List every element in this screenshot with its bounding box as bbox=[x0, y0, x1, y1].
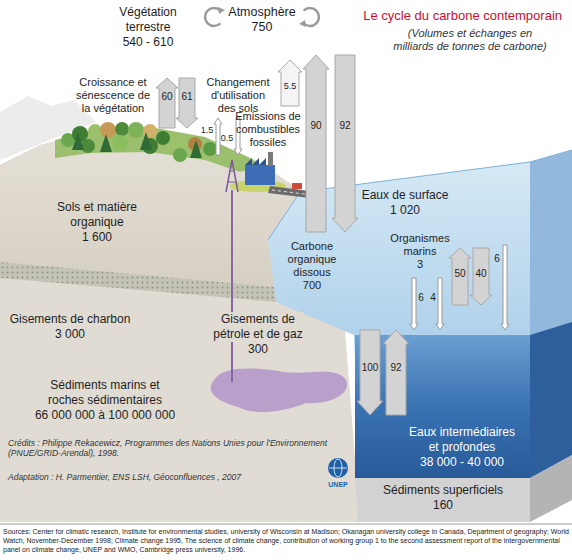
flux-value: 61 bbox=[181, 91, 194, 103]
flux-value: 6 bbox=[493, 253, 501, 265]
tree bbox=[170, 133, 186, 149]
drill-pipe bbox=[231, 190, 233, 382]
reservoir-name: Carbone organique dissous bbox=[287, 240, 338, 279]
reservoir-stock: 3 000 bbox=[54, 327, 87, 342]
diagram-title: Le cycle du carbone contemporain bbox=[361, 8, 562, 24]
flux-arrow-thin bbox=[501, 245, 509, 330]
reservoir-stock: 300 bbox=[247, 342, 269, 357]
conifer bbox=[100, 134, 112, 152]
tree bbox=[156, 131, 170, 145]
derrick-brace bbox=[230, 171, 234, 172]
chimney bbox=[268, 152, 273, 166]
conifer bbox=[72, 132, 84, 150]
cycle-arrow bbox=[304, 8, 319, 26]
tree bbox=[88, 124, 102, 138]
reservoir-stock: 38 000 - 40 000 bbox=[419, 455, 506, 470]
factory bbox=[245, 165, 275, 185]
reservoir-name: Sols et matière organique bbox=[56, 200, 139, 230]
unep-logo bbox=[328, 458, 348, 478]
flux-arrow bbox=[449, 248, 471, 305]
conifer bbox=[140, 132, 152, 150]
subtitle: (Volumes et échanges en milliards de ton… bbox=[392, 27, 548, 53]
process-label: Emissions de combustibles fossiles bbox=[234, 110, 302, 149]
tree bbox=[112, 135, 128, 151]
cycle-arrowhead bbox=[299, 20, 306, 27]
process-label: Changement d'utilisation des sols bbox=[206, 76, 271, 115]
flux-value: 1.5 bbox=[200, 125, 215, 136]
deep-water-side bbox=[530, 322, 572, 478]
flux-value: 92 bbox=[390, 362, 403, 374]
reservoir-stock: 160 bbox=[432, 498, 454, 513]
truck bbox=[292, 183, 302, 189]
flux-arrow bbox=[357, 330, 383, 415]
derrick-brace bbox=[228, 182, 236, 183]
flux-arrow bbox=[303, 55, 329, 232]
surface-sediment bbox=[355, 478, 530, 522]
flux-value: 6 bbox=[417, 292, 425, 304]
surface-sediment-side bbox=[530, 455, 572, 522]
cycle-arrow bbox=[205, 8, 220, 26]
flux-value: 90 bbox=[310, 120, 323, 132]
flux-value: 4 bbox=[429, 292, 437, 304]
reservoir-name: Gisements de charbon bbox=[9, 312, 132, 327]
tree bbox=[100, 122, 116, 138]
flux-arrow-thin bbox=[410, 278, 418, 330]
reservoir-name: Organismes marins bbox=[390, 232, 451, 258]
reservoir-name: Végétation terrestre bbox=[119, 5, 178, 35]
flux-value: 92 bbox=[339, 120, 352, 132]
process-label: Croissance et sénescence de la végétatio… bbox=[75, 76, 151, 115]
flux-arrow bbox=[176, 78, 198, 128]
credit-note: Adaptation : H. Parmentier, ENS LSH, Géo… bbox=[8, 472, 243, 482]
ocean-side bbox=[530, 150, 572, 500]
flux-arrow-thin bbox=[436, 278, 444, 330]
reservoir-name: Eaux de surface bbox=[361, 188, 450, 203]
tree bbox=[81, 139, 95, 153]
reservoir-name: Eaux intermédiaires et profondes bbox=[408, 425, 517, 455]
reservoir-name: Sédiments superficiels bbox=[382, 483, 505, 498]
reservoir-stock: 1 600 bbox=[81, 230, 114, 245]
deep-water bbox=[355, 335, 530, 478]
source-note: Sources: Center for climatic research, I… bbox=[3, 527, 569, 554]
flux-arrow bbox=[278, 60, 302, 106]
conifer bbox=[190, 140, 202, 158]
tree bbox=[203, 142, 217, 156]
flux-arrow bbox=[470, 248, 492, 305]
flux-value: 100 bbox=[361, 362, 380, 374]
reservoir-stock: 540 - 610 bbox=[122, 35, 175, 50]
flux-value: 60 bbox=[161, 91, 174, 103]
flux-value: 50 bbox=[454, 268, 467, 280]
reservoir-stock: 3 bbox=[416, 258, 424, 271]
logo-text: UNEP bbox=[328, 480, 349, 489]
reservoir-stock: 66 000 000 à 100 000 000 bbox=[34, 408, 177, 423]
reservoir-stock: 750 bbox=[251, 20, 274, 35]
flux-arrow bbox=[332, 55, 358, 232]
flux-value: 0.5 bbox=[220, 133, 235, 144]
reservoir-stock: 1 020 bbox=[389, 203, 422, 218]
flux-arrow bbox=[156, 78, 178, 128]
unep-logo-globe bbox=[329, 468, 347, 469]
reservoir-name: Sédiments marins et roches sédimentaires bbox=[47, 378, 164, 408]
flux-value: 40 bbox=[475, 268, 488, 280]
reservoir-stock: 700 bbox=[302, 279, 322, 292]
tree bbox=[115, 122, 129, 136]
flux-value: 5.5 bbox=[283, 81, 298, 92]
tree bbox=[173, 148, 187, 162]
cycle-arrowhead bbox=[218, 7, 225, 14]
flux-arrow bbox=[383, 330, 409, 415]
frame-line bbox=[0, 524, 572, 525]
credit-note: Crédits : Philippe Rekacewicz, Programme… bbox=[8, 438, 333, 458]
tree bbox=[128, 122, 144, 138]
reservoir-name: Gisements de pétrole et de gaz bbox=[212, 312, 304, 342]
reservoir-name: Atmosphère bbox=[228, 5, 297, 20]
derrick bbox=[226, 160, 238, 192]
